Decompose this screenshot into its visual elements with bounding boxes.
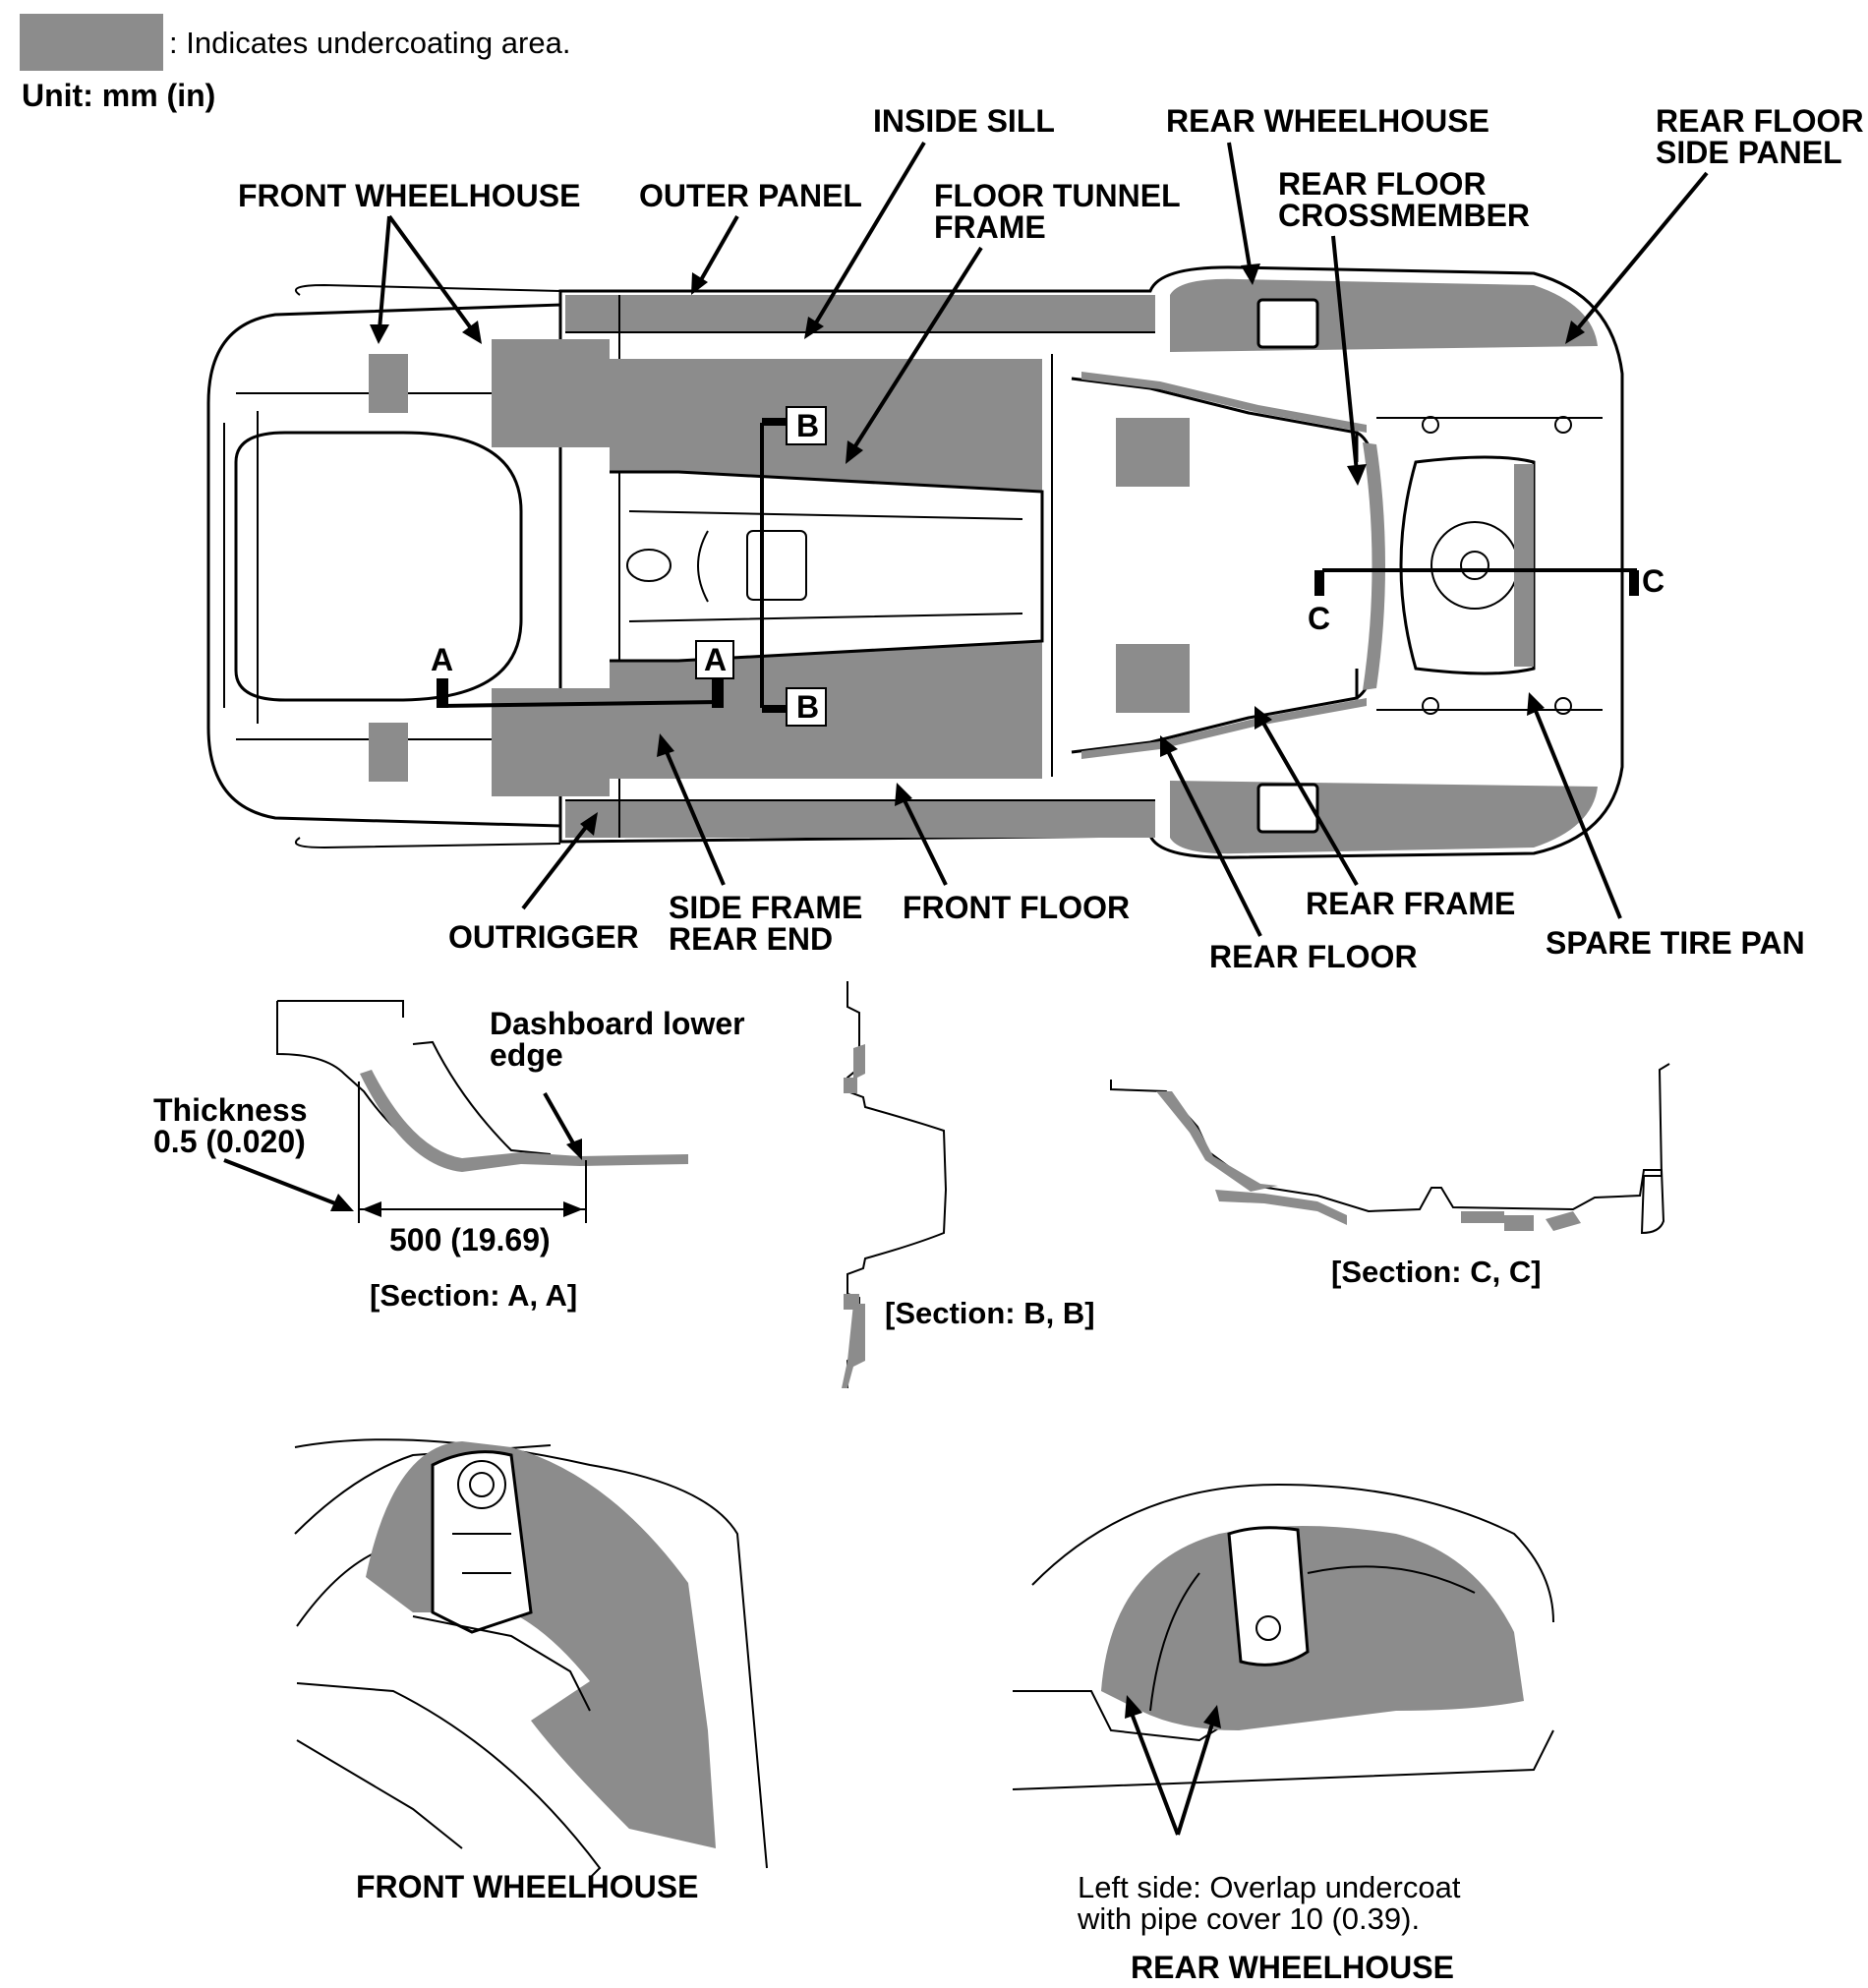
front-wheelhouse-caption: FRONT WHEELHOUSE <box>356 1869 698 1904</box>
section-mark-c-left: C <box>1308 601 1330 636</box>
rear-wheelhouse-note-2: with pipe cover 10 (0.39). <box>1077 1901 1420 1936</box>
label-rear-floor-side-panel-1: REAR FLOOR <box>1656 103 1864 139</box>
rear-wheelhouse-caption: REAR WHEELHOUSE <box>1131 1950 1454 1985</box>
section-cut-lines <box>437 418 1639 713</box>
label-rear-floor: REAR FLOOR <box>1209 939 1418 974</box>
label-rear-floor-side-panel-2: SIDE PANEL <box>1656 135 1842 170</box>
section-mark-b-top: B <box>796 408 819 443</box>
label-front-floor: FRONT FLOOR <box>903 890 1130 925</box>
section-a-dashboard-1: Dashboard lower <box>490 1006 745 1041</box>
unit-label: Unit: mm (in) <box>22 78 215 113</box>
section-b-caption: [Section: B, B] <box>885 1296 1095 1330</box>
section-c-c: [Section: C, C] <box>1110 1063 1670 1289</box>
section-marks: A A B B C C <box>431 406 1664 727</box>
label-outrigger: OUTRIGGER <box>448 919 639 955</box>
component-labels: INSIDE SILL REAR WHEELHOUSE REAR FLOOR S… <box>238 103 1864 974</box>
label-rear-floor-crossmember-1: REAR FLOOR <box>1278 166 1487 202</box>
section-a-thickness-1: Thickness <box>153 1092 308 1128</box>
label-floor-tunnel-frame-2: FRAME <box>934 209 1046 245</box>
section-mark-a-left: A <box>431 642 453 677</box>
label-outer-panel: OUTER PANEL <box>639 178 862 213</box>
label-inside-sill: INSIDE SILL <box>873 103 1055 139</box>
section-c-caption: [Section: C, C] <box>1331 1255 1542 1289</box>
section-b-b: [Section: B, B] <box>842 981 1095 1388</box>
section-mark-c-right: C <box>1642 563 1664 599</box>
label-rear-wheelhouse-top: REAR WHEELHOUSE <box>1166 103 1489 139</box>
underbody-plan-view <box>206 265 1624 859</box>
rear-wheelhouse-note-1: Left side: Overlap undercoat <box>1078 1870 1461 1904</box>
section-a-thickness-2: 0.5 (0.020) <box>153 1124 306 1159</box>
section-a-dimension: 500 (19.69) <box>389 1222 551 1257</box>
section-mark-b-bottom: B <box>796 689 819 725</box>
label-rear-floor-crossmember-2: CROSSMEMBER <box>1278 198 1530 233</box>
label-side-frame-rear-end-2: REAR END <box>669 921 833 957</box>
legend-swatch <box>20 14 163 71</box>
label-rear-frame: REAR FRAME <box>1306 886 1515 921</box>
legend: : Indicates undercoating area. Unit: mm … <box>20 14 570 113</box>
label-side-frame-rear-end-1: SIDE FRAME <box>669 890 862 925</box>
label-spare-tire-pan: SPARE TIRE PAN <box>1546 925 1805 961</box>
section-a-dashboard-2: edge <box>490 1037 563 1073</box>
label-floor-tunnel-frame-1: FLOOR TUNNEL <box>934 178 1181 213</box>
rear-wheelhouse-detail: Left side: Overlap undercoat with pipe c… <box>1012 1483 1554 1985</box>
section-a-a: Dashboard lower edge Thickness 0.5 (0.02… <box>153 1000 745 1313</box>
label-front-wheelhouse-top: FRONT WHEELHOUSE <box>238 178 580 213</box>
section-a-caption: [Section: A, A] <box>370 1278 577 1313</box>
section-mark-a-right: A <box>704 642 727 677</box>
legend-text: : Indicates undercoating area. <box>169 26 570 60</box>
front-wheelhouse-detail: FRONT WHEELHOUSE <box>294 1438 768 1904</box>
